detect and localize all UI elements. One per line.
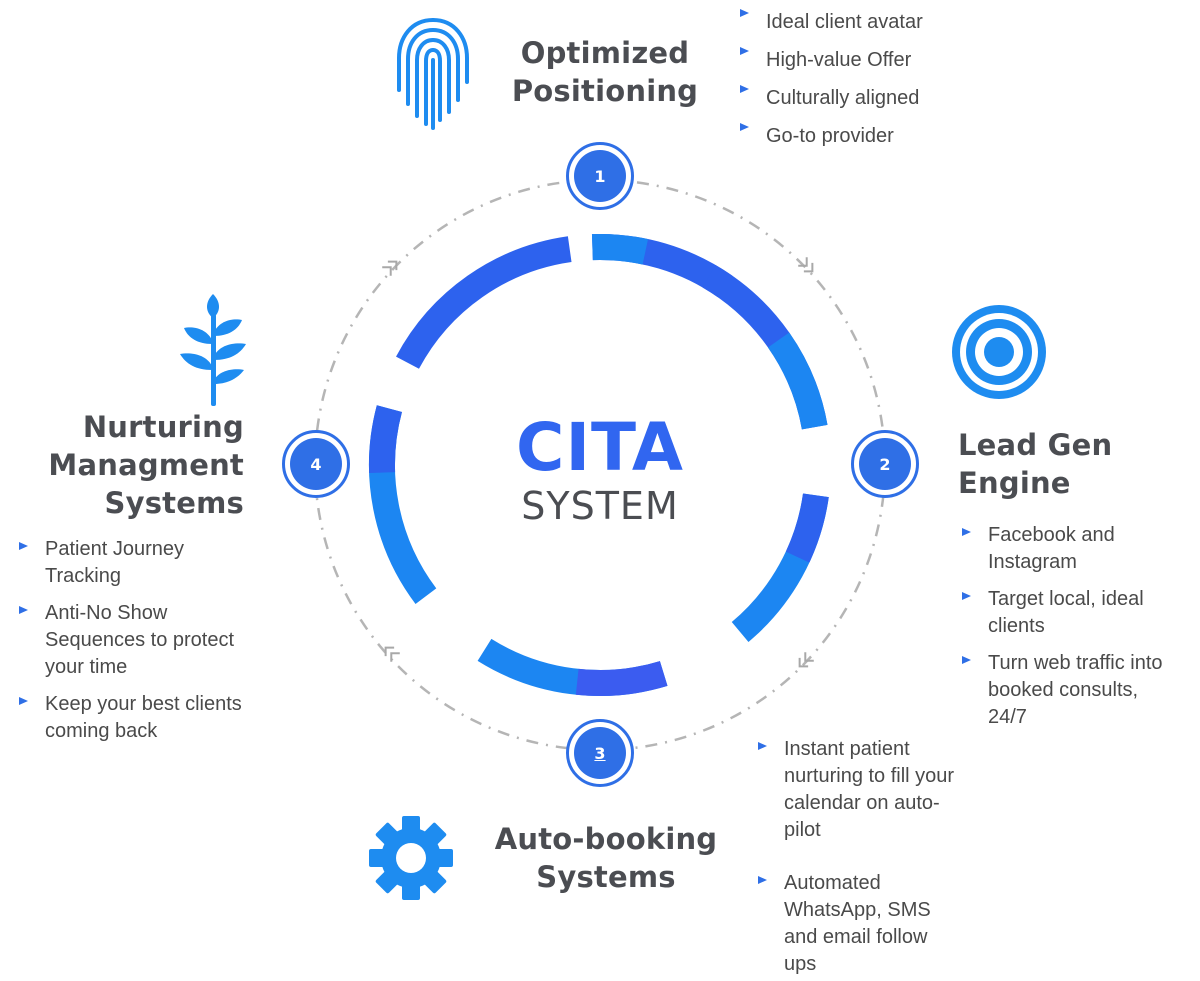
step-4-bullets: Patient Journey Tracking Anti-No Show Se… — [15, 536, 242, 745]
step-3-bullet-1-line-3: calendar on auto- — [784, 792, 940, 814]
step-1-bullet-4: Go-to provider — [736, 117, 923, 155]
inner-ring — [368, 234, 829, 696]
step-4-bullet-3-line-1: Keep your best clients — [45, 693, 242, 715]
step-number-4: 4 — [290, 438, 342, 490]
step-badge-2: 2 — [851, 430, 919, 498]
ring-segment-right-top-accent — [767, 332, 828, 430]
step-3-heading: Auto-booking Systems — [488, 820, 724, 896]
step-1-bullets: Ideal client avatar High-value Offer Cul… — [736, 3, 923, 155]
step-2-heading-line-2: Engine — [958, 466, 1071, 500]
ring-segment-left-accent — [368, 405, 403, 474]
step-4-bullet-2: Anti-No Show Sequences to protect your t… — [15, 600, 242, 681]
step-2-bullet-3-line-2: booked consults, — [988, 679, 1139, 701]
gear-icon — [369, 816, 453, 900]
center-title: CITA — [516, 409, 684, 486]
step-number-1: 1 — [574, 150, 626, 202]
target-icon — [952, 305, 1046, 399]
ring-segment-top-left — [396, 236, 572, 369]
step-3-bullet-1-line-1: Instant patient — [784, 738, 910, 760]
step-2-heading-line-1: Lead Gen — [958, 428, 1113, 462]
ring-segment-top-accent — [591, 234, 649, 265]
step-4-bullet-3-line-2: coming back — [45, 720, 158, 742]
step-4-bullet-2-line-2: Sequences to protect — [45, 629, 235, 651]
step-4-bullet-1-line-1: Patient Journey — [45, 538, 184, 560]
step-4-bullet-1: Patient Journey Tracking — [15, 536, 242, 590]
step-4-bullet-2-line-1: Anti-No Show — [45, 602, 168, 624]
step-2-bullet-3: Turn web traffic into booked consults, 2… — [958, 650, 1163, 731]
step-3-bullet-2-line-2: WhatsApp, SMS — [784, 899, 931, 921]
step-number-2: 2 — [859, 438, 911, 490]
step-3-bullet-1-line-4: pilot — [784, 819, 821, 841]
step-4-heading-line-1: Nurturing — [82, 410, 244, 444]
step-3-bullet-1: Instant patient nurturing to fill your c… — [754, 736, 954, 844]
step-1-heading: Optimized Positioning — [510, 34, 700, 110]
step-2-bullet-2-line-1: Target local, ideal — [988, 588, 1144, 610]
step-3-heading-line-1: Auto-booking — [494, 822, 718, 856]
step-3-bullet-2-line-1: Automated — [784, 872, 881, 894]
step-3-heading-line-2: Systems — [536, 860, 676, 894]
step-2-bullet-1-line-1: Facebook and — [988, 524, 1115, 546]
step-4-heading: Nurturing Managment Systems — [30, 408, 244, 522]
step-3-bullets: Instant patient nurturing to fill your c… — [754, 736, 954, 978]
ring-segment-right-bottom-accent — [785, 493, 829, 563]
step-3-bullet-1-line-2: nurturing to fill your — [784, 765, 955, 787]
step-4-bullet-2-line-3: your time — [45, 656, 128, 678]
step-2-bullets: Facebook and Instagram Target local, ide… — [958, 522, 1163, 731]
step-4-bullet-3: Keep your best clients coming back — [15, 691, 242, 745]
step-2-bullet-2: Target local, ideal clients — [958, 586, 1163, 640]
step-1-heading-line-1: Optimized — [520, 36, 690, 70]
step-badge-4: 4 — [282, 430, 350, 498]
orbit-arrows — [382, 257, 814, 668]
step-2-bullet-1-line-2: Instagram — [988, 551, 1077, 573]
step-1-bullet-3: Culturally aligned — [736, 79, 923, 117]
step-2-bullet-3-line-1: Turn web traffic into — [988, 652, 1163, 674]
step-4-heading-line-2: Managment — [48, 448, 244, 482]
fingerprint-icon — [397, 18, 469, 130]
step-3-bullet-2-line-4: ups — [784, 953, 817, 975]
step-1-heading-line-2: Positioning — [511, 74, 699, 108]
step-badge-3: 3 — [566, 719, 634, 787]
step-1-bullet-2: High-value Offer — [736, 41, 923, 79]
step-4-bullet-1-line-2: Tracking — [45, 565, 121, 587]
plant-icon — [180, 294, 246, 406]
step-3-bullet-2-line-3: and email follow — [784, 926, 928, 948]
step-number-3: 3 — [574, 727, 626, 779]
step-2-bullet-1: Facebook and Instagram — [958, 522, 1163, 576]
center-subtitle: SYSTEM — [521, 484, 679, 528]
step-badge-1: 1 — [566, 142, 634, 210]
step-4-heading-line-3: Systems — [104, 486, 244, 520]
ring-segment-bottom-accent — [575, 661, 668, 696]
step-1-bullet-1: Ideal client avatar — [736, 3, 923, 41]
step-2-bullet-3-line-3: 24/7 — [988, 706, 1027, 728]
step-3-bullet-2: Automated WhatsApp, SMS and email follow… — [754, 870, 954, 978]
step-2-heading: Lead Gen Engine — [958, 426, 1112, 502]
step-2-bullet-2-line-2: clients — [988, 615, 1045, 637]
